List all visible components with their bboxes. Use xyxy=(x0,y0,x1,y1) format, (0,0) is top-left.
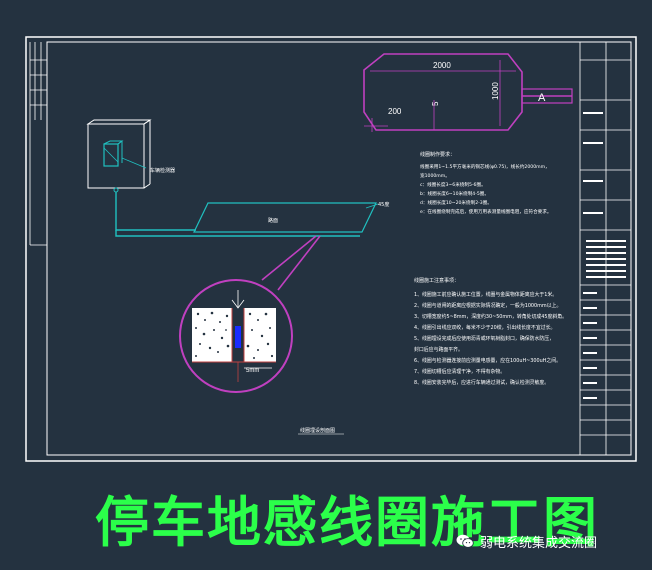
detector-box xyxy=(86,119,152,193)
dim-length: 2000 xyxy=(433,61,451,70)
install-line: 封口后应与路面平齐。 xyxy=(414,346,463,353)
outer-frame xyxy=(25,36,637,462)
install-line: 2、线圈与道闸的距离应根据实际情况确定，一般为1000mm以上。 xyxy=(414,302,561,309)
road-label: 路面 xyxy=(268,217,278,224)
notes-heading: 线圈制作要求： xyxy=(420,151,455,158)
road-surface xyxy=(193,202,377,233)
note-line: e：在线圈绕制完成后，使用万用表测量线圈电阻，应符合要求。 xyxy=(420,208,551,215)
section-marker-box xyxy=(521,88,573,104)
section-marker-label: A xyxy=(538,92,546,104)
install-line: 4、线圈引出线应双绞，每米不少于20绞，引出线长度不宜过长。 xyxy=(414,324,555,331)
wechat-icon xyxy=(456,534,474,549)
loop-wire-cross-section xyxy=(235,326,241,348)
binding-strip xyxy=(29,42,47,246)
title-block xyxy=(579,42,631,455)
install-notes: 线圈施工注意事项： 1、线圈施工前应确认施工位置，线圈与金属物体距离应大于1米。… xyxy=(414,277,567,386)
loop-plan: A 2000 1000 200 5 xyxy=(363,53,573,132)
angle-leader xyxy=(365,203,379,209)
note-line: c：线圈长度3~6米绕制5-6圈。 xyxy=(420,181,486,188)
install-line: 8、线圈安装完毕后，应进行车辆通过测试，确认检测灵敏度。 xyxy=(414,379,549,386)
dim-width: 1000 xyxy=(491,82,500,100)
note-line: 线圈采用1~1.5平方毫米的铜芯线(φ0.75)，线长约2000mm， xyxy=(420,163,550,170)
lead-cable xyxy=(115,192,360,237)
note-line: d：线圈长度10~20米绕制2-3圈。 xyxy=(420,199,492,206)
install-line: 1、线圈施工前应确认施工位置，线圈与金属物体距离应大于1米。 xyxy=(414,291,557,298)
install-line: 3、切槽宽度约5~8mm，深度约30~50mm，转角处切成45度斜角。 xyxy=(414,313,567,320)
dim-gap: 5 xyxy=(431,101,440,106)
detail-connector-left xyxy=(261,235,317,281)
dim-corner: 200 xyxy=(388,107,402,116)
loop-requirements-notes: 线圈制作要求： 线圈采用1~1.5平方毫米的铜芯线(φ0.75)，线长约2000… xyxy=(420,151,551,215)
detail-caption: 线圈埋设剖面图 xyxy=(300,427,335,434)
install-heading: 线圈施工注意事项： xyxy=(414,277,459,284)
detector-leader xyxy=(121,157,147,169)
install-line: 7、线圈切槽后应清理干净，不得有杂物。 xyxy=(414,368,505,375)
drawing-title: 停车地感线圈施工图 xyxy=(95,491,599,554)
install-line: 5、线圈埋设完成后应使用沥青或环氧树脂封口，确保防水防压， xyxy=(414,335,554,342)
detector-label: 车辆检测器 xyxy=(150,167,175,174)
footer-account: 弱电系统集成交流圈 xyxy=(456,532,597,551)
note-line: 宽1000mm。 xyxy=(420,172,450,179)
note-line: b：线圈长度6~10米绕制4-5圈。 xyxy=(420,190,489,197)
loop-outline xyxy=(363,53,523,131)
detail-section: 5mm xyxy=(179,279,293,393)
detail-dim: 5mm xyxy=(246,368,259,374)
angle-label: 45度 xyxy=(378,201,389,208)
title-block-text-strokes xyxy=(583,112,626,399)
detail-connector-right xyxy=(277,235,321,291)
footer-account-name: 弱电系统集成交流圈 xyxy=(480,536,598,551)
inner-frame xyxy=(46,41,632,456)
install-line: 6、线圈与检测器连接前应测量电感量，应在100uH~300uH之间。 xyxy=(414,357,561,364)
